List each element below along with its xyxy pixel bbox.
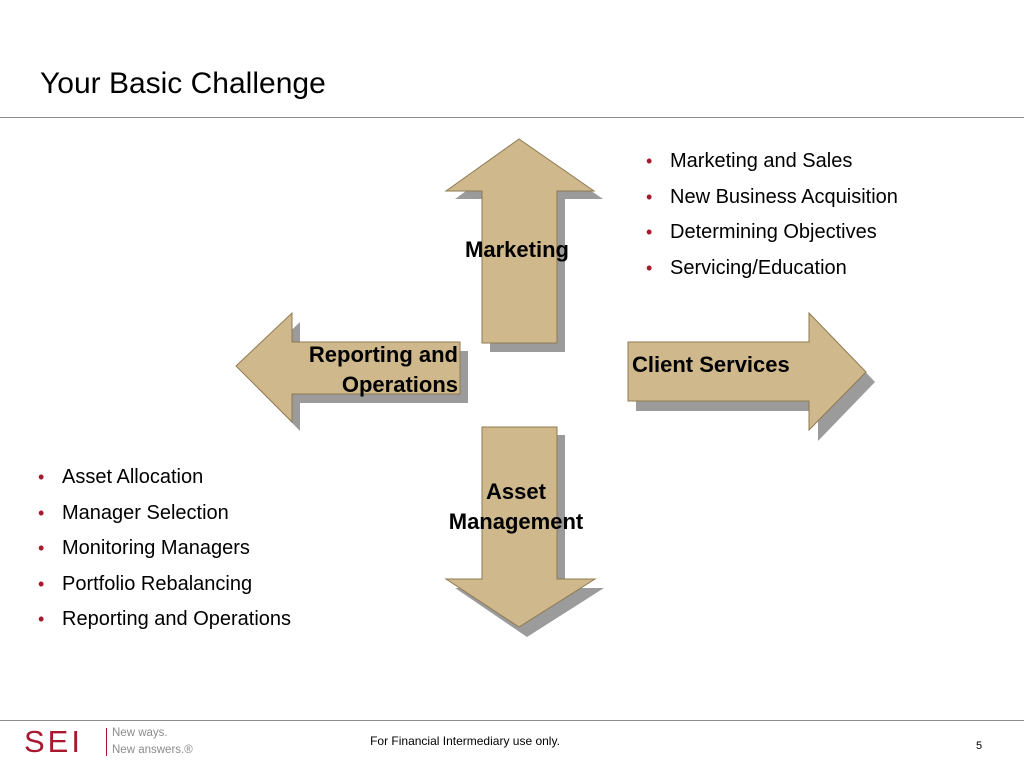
logo-tagline-line1: New ways.	[112, 727, 168, 739]
list-item: Servicing/Education	[644, 256, 898, 292]
reporting-label-line1: Reporting and	[308, 342, 458, 367]
list-item: New Business Acquisition	[644, 185, 898, 221]
asset-management-bullet-list: Asset Allocation Manager Selection Monit…	[36, 465, 291, 643]
page-number: 5	[976, 740, 983, 752]
asset-management-arrow	[444, 426, 597, 628]
list-item: Marketing and Sales	[644, 149, 898, 185]
marketing-label: Marketing	[465, 237, 569, 262]
marketing-bullet-list: Marketing and Sales New Business Acquisi…	[644, 149, 898, 291]
list-item: Reporting and Operations	[36, 607, 291, 643]
reporting-arrow	[235, 311, 461, 424]
list-item: Monitoring Managers	[36, 536, 291, 572]
reporting-operations-label: Reporting and Operations	[262, 340, 458, 400]
slide-title: Your Basic Challenge	[40, 67, 326, 100]
client-services-label: Client Services	[632, 352, 790, 377]
marketing-arrow	[444, 138, 596, 344]
client-services-arrow	[627, 311, 867, 432]
asset-management-label: Asset Management	[416, 477, 616, 537]
asset-label-line1: Asset	[486, 479, 546, 504]
reporting-label-line2: Operations	[341, 372, 458, 397]
list-item: Portfolio Rebalancing	[36, 572, 291, 608]
logo-tagline: New ways. New answers.®	[112, 725, 193, 759]
list-item: Manager Selection	[36, 501, 291, 537]
logo-mark: SEI	[24, 724, 83, 759]
sei-logo: SEI New ways. New answers.®	[24, 724, 193, 760]
footer-disclaimer: For Financial Intermediary use only.	[370, 734, 560, 748]
list-item: Determining Objectives	[644, 220, 898, 256]
logo-separator	[106, 728, 107, 756]
logo-tagline-line2: New answers.®	[112, 744, 193, 756]
title-divider	[0, 117, 1024, 118]
footer-divider	[0, 720, 1024, 721]
asset-label-line2: Management	[448, 509, 584, 534]
list-item: Asset Allocation	[36, 465, 291, 501]
